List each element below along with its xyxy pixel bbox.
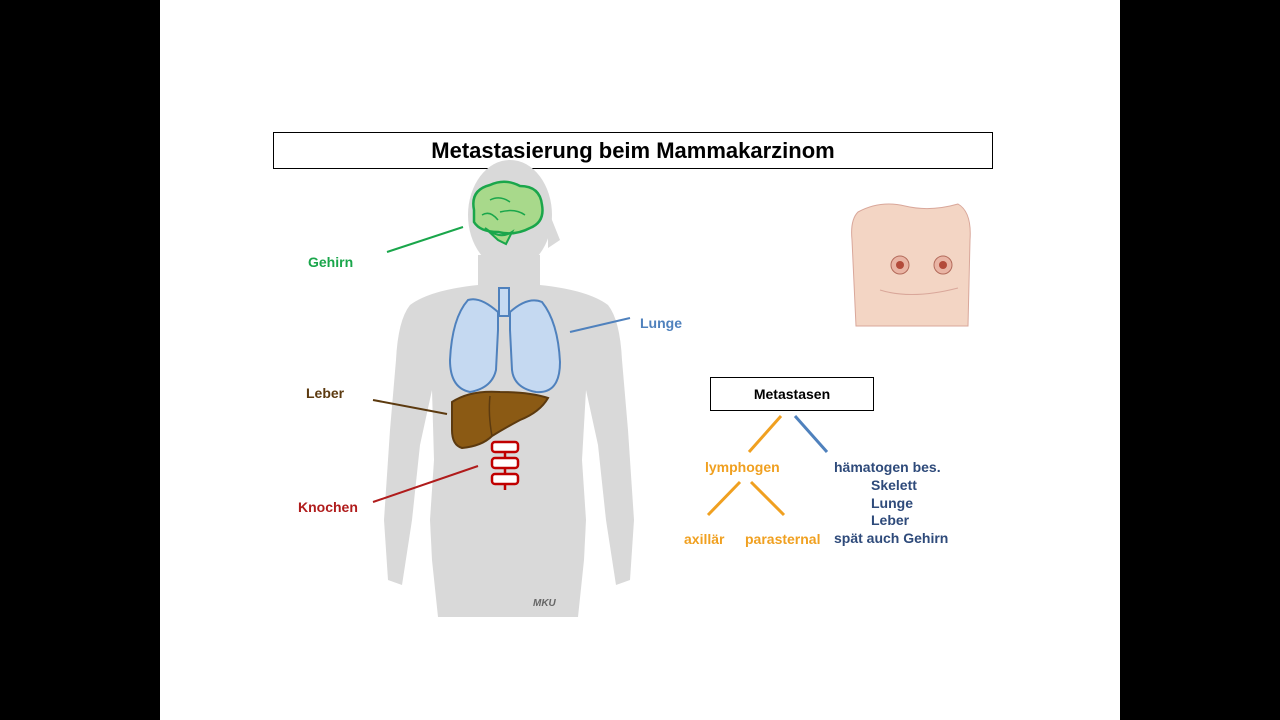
tree-line-axillar (706, 480, 742, 517)
tree-line-parasternal (749, 480, 786, 517)
label-axillar: axillär (684, 531, 725, 547)
anatomy-illustration (372, 160, 971, 617)
label-lung: Lunge (640, 315, 682, 331)
brain-icon (472, 180, 544, 246)
lung-pointer-line (569, 317, 631, 333)
lung-icon (448, 287, 562, 394)
label-lymphogen: lymphogen (705, 459, 780, 475)
label-parasternal: parasternal (745, 531, 821, 547)
slide: Metastasierung beim Mammakarzinom (160, 0, 1120, 720)
label-haematogen: hämatogen bes. (834, 459, 941, 475)
spine-icon (490, 440, 520, 490)
label-skelett: Skelett (871, 477, 917, 493)
slide-title: Metastasierung beim Mammakarzinom (273, 132, 993, 169)
tree-line-lymph (747, 415, 783, 453)
label-spaet-gehirn: spät auch Gehirn (834, 530, 949, 546)
metastasen-box: Metastasen (710, 377, 874, 411)
brain-pointer-line (386, 226, 464, 253)
tree-line-haem (793, 415, 829, 453)
label-brain: Gehirn (308, 254, 354, 270)
label-bone: Knochen (298, 499, 358, 515)
signature: MKU (533, 598, 556, 609)
torso-sketch-image (851, 203, 971, 327)
liver-pointer-line (372, 399, 448, 415)
label-liver: Leber (306, 385, 345, 401)
liver-icon (451, 390, 550, 450)
bone-pointer-line (372, 465, 479, 503)
label-lunge-haem: Lunge (871, 495, 913, 511)
label-leber-haem: Leber (871, 512, 910, 528)
